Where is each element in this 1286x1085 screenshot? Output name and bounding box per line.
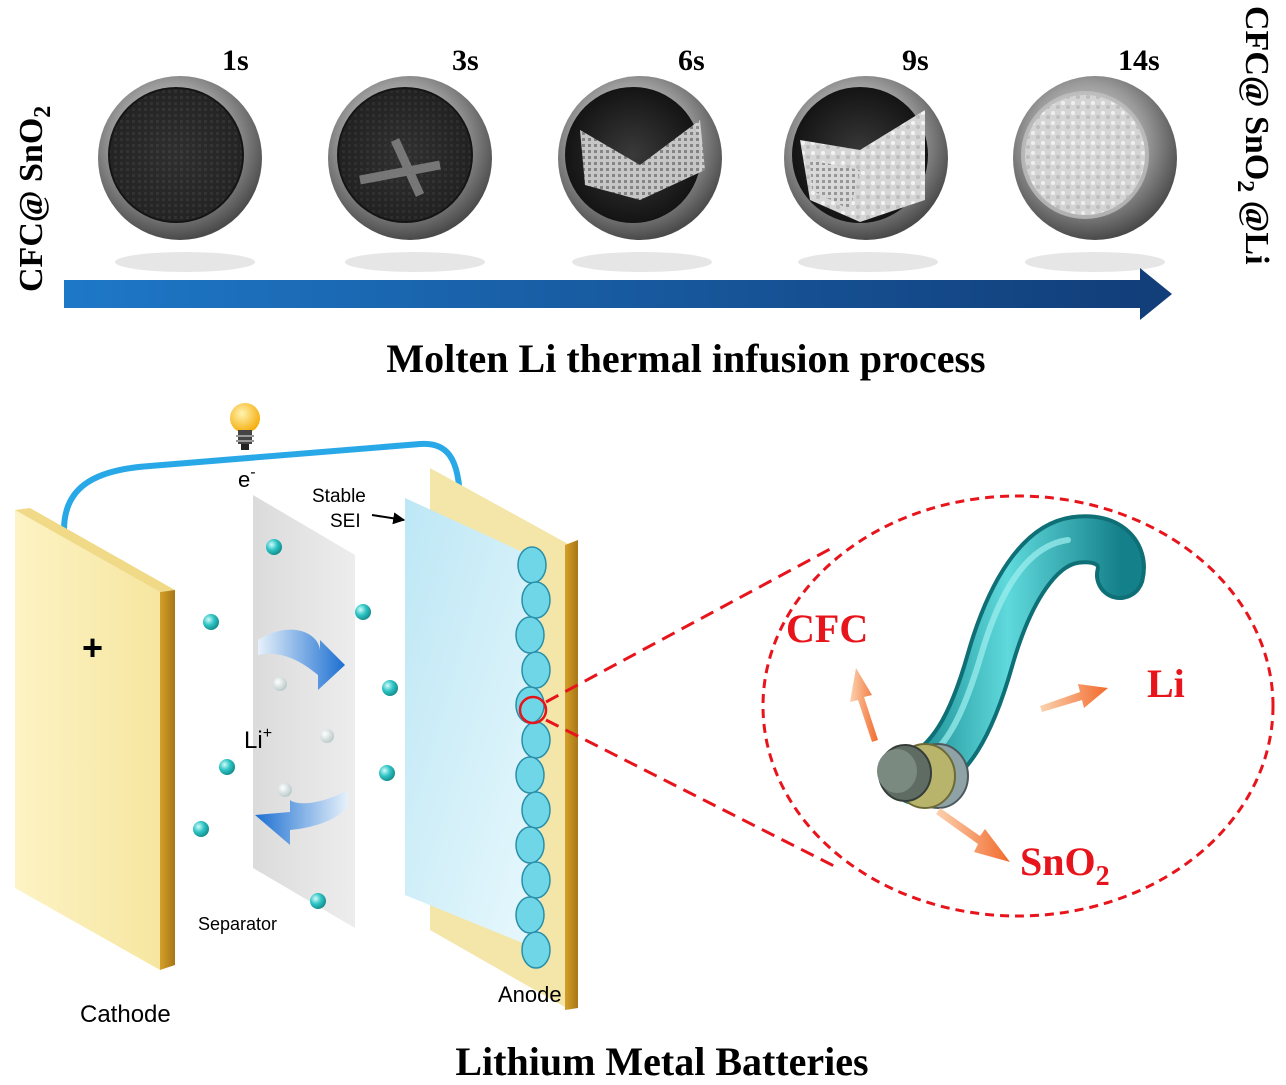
separator-sheet xyxy=(253,495,355,928)
anode-lithium-nodules xyxy=(515,546,551,969)
plus-sign: + xyxy=(82,627,103,668)
external-wire xyxy=(61,440,463,531)
coin-photo-9s xyxy=(784,76,948,272)
ion-flow-arrow-left xyxy=(255,790,348,845)
electron-label: e- xyxy=(238,464,256,492)
time-label-9s: 9s xyxy=(902,44,929,77)
infusion-arrow xyxy=(64,268,1172,320)
lithium-ions xyxy=(193,539,398,909)
sno2-label: SnO2 xyxy=(1020,839,1110,892)
ion-flow-arrow-right xyxy=(258,629,345,690)
left-vertical-label: CFC@ SnO2 xyxy=(13,106,56,292)
sno2-arrow xyxy=(936,808,1010,862)
coin-photo-6s xyxy=(558,76,722,272)
cathode-label: Cathode xyxy=(80,1001,171,1028)
coin-photo-14s xyxy=(1013,76,1177,272)
time-label-6s: 6s xyxy=(678,44,705,77)
infusion-caption: Molten Li thermal infusion process xyxy=(386,336,985,381)
time-label-1s: 1s xyxy=(222,44,249,77)
battery-panel: e- + Separator xyxy=(15,403,1275,1084)
right-vertical-label: CFC@ SnO2 @Li xyxy=(1232,6,1275,265)
stable-sei-label-line2: SEI xyxy=(330,511,361,532)
time-label-14s: 14s xyxy=(1118,44,1160,77)
battery-title: Lithium Metal Batteries xyxy=(455,1039,868,1084)
zoom-annotation-arrows xyxy=(850,668,1108,862)
zoom-detail-circle xyxy=(761,494,1275,918)
fiber-structure xyxy=(877,514,1146,809)
coin-photo-1s xyxy=(98,76,262,272)
anode-label: Anode xyxy=(498,982,562,1007)
lightbulb-icon xyxy=(230,403,260,450)
li-label: Li xyxy=(1147,661,1185,706)
coin-photo-3s xyxy=(328,76,492,272)
zoom-line-top xyxy=(545,546,833,704)
zoom-source-circle xyxy=(518,695,548,725)
zoom-line-bottom xyxy=(545,718,839,870)
sei-pointer-arrow xyxy=(371,512,406,525)
li-ion-label: Li+ xyxy=(244,725,272,754)
separator-label: Separator xyxy=(198,914,277,934)
cfc-label: CFC xyxy=(786,606,868,651)
time-label-3s: 3s xyxy=(452,44,479,77)
stable-sei-label-line1: Stable xyxy=(312,486,366,507)
infusion-panel: CFC@ SnO2 CFC@ SnO2 @Li 1s 3s 6s 9s 14s xyxy=(13,6,1275,381)
li-arrow xyxy=(1040,684,1108,712)
anode-plate xyxy=(405,468,578,1010)
cathode-plate xyxy=(15,508,175,970)
cfc-arrow xyxy=(850,668,878,742)
